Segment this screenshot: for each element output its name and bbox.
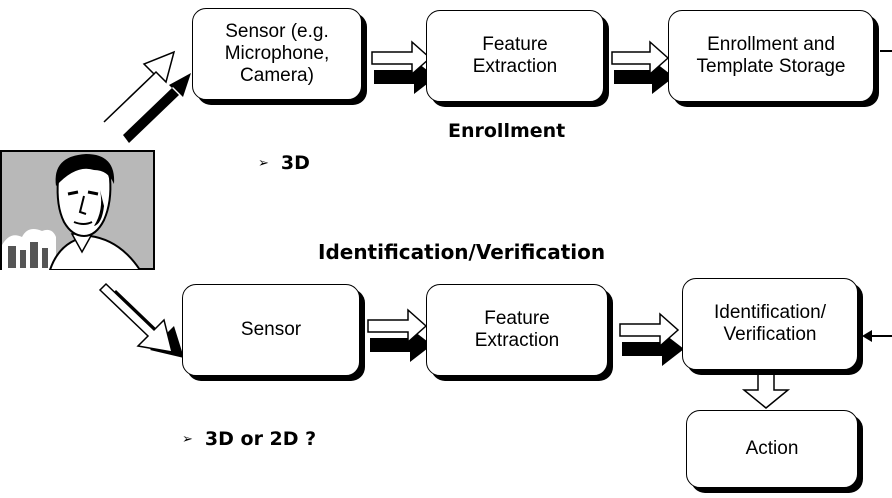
enroll-sensor-box: Sensor (e.g. Microphone, Camera) (192, 8, 362, 100)
id-feature-line-1: Feature (484, 308, 550, 329)
enroll-storage-line-1: Enrollment and (707, 34, 835, 55)
id-verify-box: Identification/ Verification (682, 278, 858, 370)
identification-title: Identification/Verification (318, 240, 606, 264)
arrow-enroll-feature-to-storage (611, 40, 674, 94)
arrow-template-in (862, 330, 892, 342)
enrollment-title: Enrollment (448, 120, 566, 142)
arrow-person-to-enroll-sensor (103, 50, 191, 143)
id-sensor-box: Sensor (182, 284, 360, 376)
arrow-id-feature-to-verify (619, 312, 684, 366)
id-action-line-1: Action (745, 438, 799, 459)
bullet-arrow-icon: ➢ (182, 432, 193, 447)
enroll-sensor-line-3: Camera) (240, 65, 314, 86)
arrow-storage-out (880, 50, 892, 52)
enroll-storage-line-2: Template Storage (696, 56, 846, 77)
enrollment-bullet-text: 3D (280, 152, 310, 174)
enroll-feature-line-1: Feature (482, 34, 548, 55)
id-feature-box: Feature Extraction (426, 284, 608, 376)
id-verify-line-2: Verification (723, 324, 817, 345)
arrow-id-sensor-to-feature (367, 308, 432, 362)
enroll-feature-box: Feature Extraction (426, 10, 604, 102)
enroll-sensor-line-1: Sensor (e.g. (225, 21, 329, 42)
enroll-storage-box: Enrollment and Template Storage (668, 10, 874, 102)
enroll-feature-line-2: Extraction (472, 56, 558, 77)
bullet-arrow-icon: ➢ (258, 156, 269, 171)
id-action-box: Action (686, 410, 858, 488)
enroll-sensor-line-2: Microphone, (224, 43, 330, 64)
identification-bullet-text: 3D or 2D ? (204, 428, 317, 450)
identification-bullet: ➢ 3D or 2D ? (182, 428, 316, 450)
arrow-person-to-id-sensor (98, 282, 184, 358)
person-portrait-icon (0, 150, 155, 270)
id-feature-line-2: Extraction (474, 330, 560, 351)
arrow-verify-to-action (741, 371, 791, 409)
id-sensor-line-1: Sensor (240, 319, 302, 340)
arrow-enroll-sensor-to-feature (371, 40, 436, 94)
id-verify-line-1: Identification/ (714, 302, 826, 323)
enrollment-bullet: ➢ 3D (258, 152, 310, 174)
